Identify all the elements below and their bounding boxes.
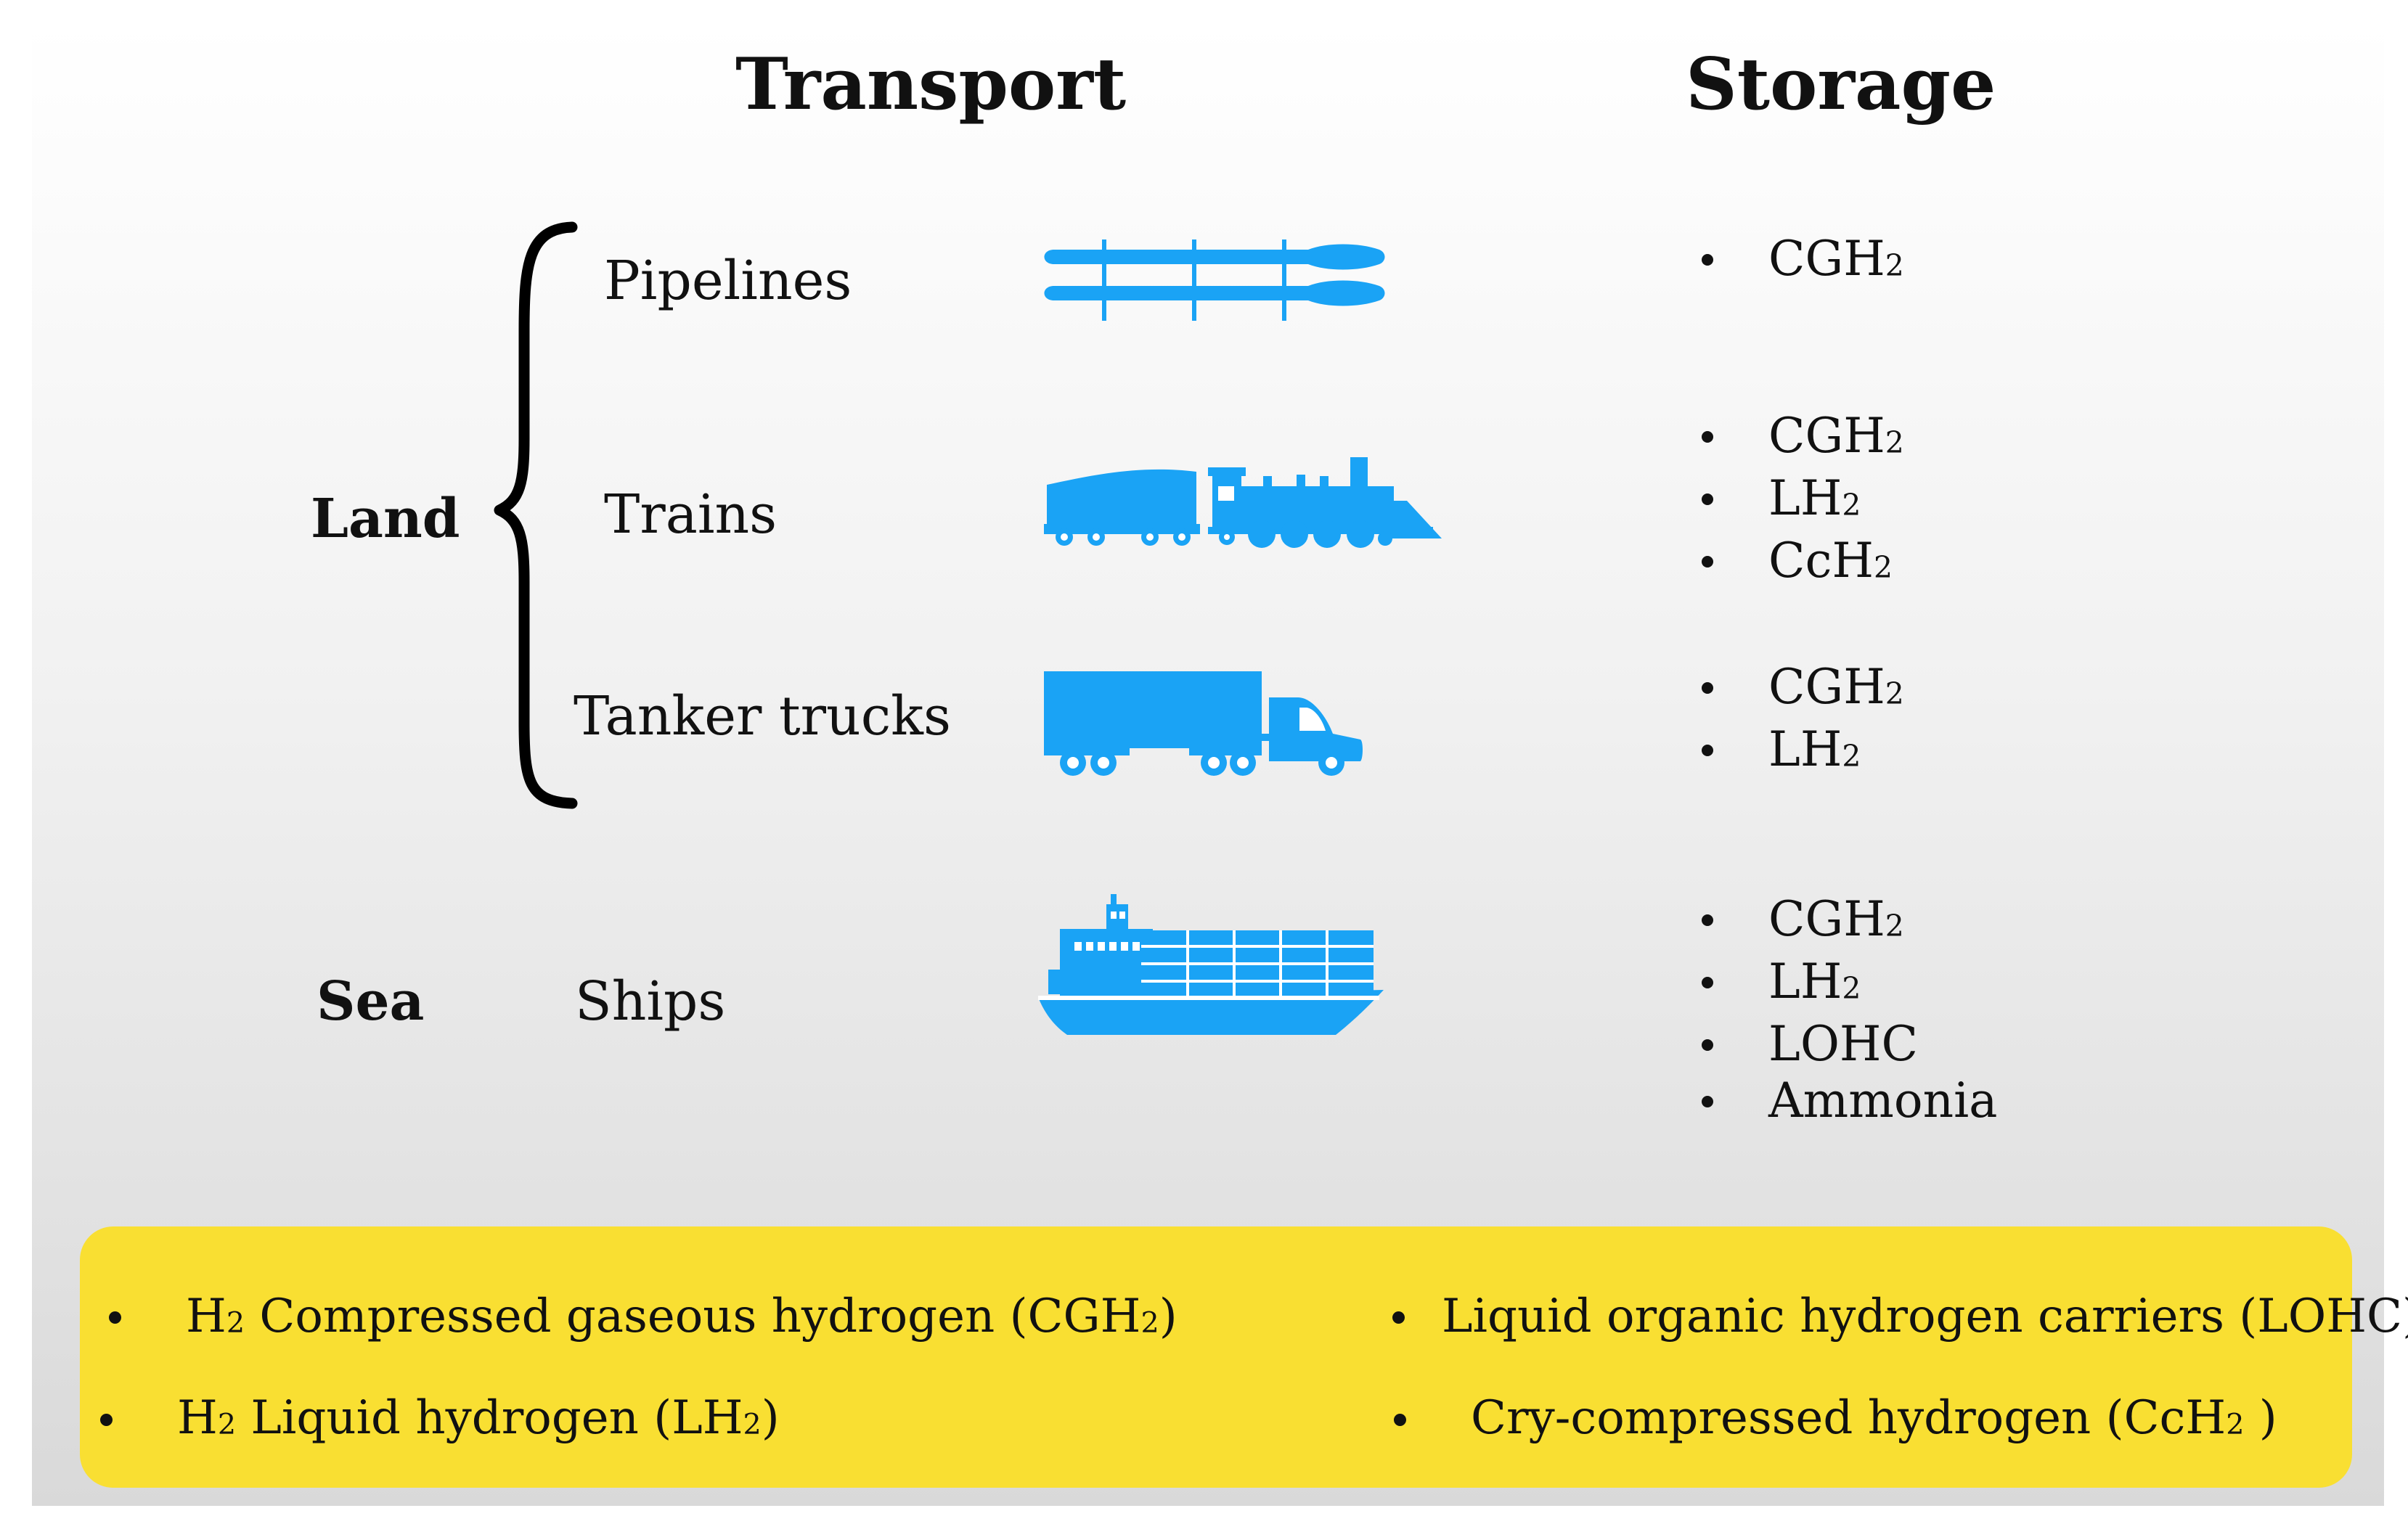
mode-trains: Trains [604, 483, 778, 546]
storage-item: LOHC [1702, 1016, 1998, 1073]
storage-pipelines: CGH2 [1702, 231, 1904, 293]
storage-item: CGH2 [1702, 659, 1904, 721]
land-brace [494, 221, 578, 809]
storage-item: Ammonia [1702, 1073, 1998, 1129]
sea-label: Sea [317, 970, 425, 1033]
mode-tanker-trucks: Tanker trucks [574, 685, 951, 747]
mode-ships: Ships [575, 970, 726, 1033]
bullet [1392, 1311, 1405, 1324]
storage-item: CGH2 [1702, 408, 1904, 470]
storage-item: CcH2 [1702, 533, 1904, 595]
legend-cgh2: H2 Compressed gaseous hydrogen (CGH2) [186, 1290, 1178, 1343]
storage-item: CGH2 [1702, 891, 1998, 954]
storage-item: LH2 [1702, 721, 1904, 784]
transport-heading: Transport [735, 43, 1127, 126]
legend-lohc: Liquid organic hydrogen carriers (LOHC) [1442, 1290, 2408, 1343]
pipeline-icon [1044, 239, 1385, 321]
land-label: Land [311, 488, 460, 550]
train-icon [1044, 457, 1442, 548]
bullet [109, 1311, 121, 1324]
storage-item: LH2 [1702, 470, 1904, 533]
legend-lh2: H2 Liquid hydrogen (LH2) [177, 1391, 780, 1445]
mode-pipelines: Pipelines [604, 250, 852, 312]
bullet [100, 1414, 113, 1426]
bullet [1394, 1414, 1406, 1426]
legend-box: H2 Compressed gaseous hydrogen (CGH2) H2… [80, 1226, 2408, 1488]
storage-item: CGH2 [1702, 231, 1904, 293]
storage-trains: CGH2 LH2 CcH2 [1702, 408, 1904, 595]
storage-heading: Storage [1686, 43, 1996, 126]
storage-ships: CGH2 LH2 LOHC Ammonia [1702, 891, 1998, 1129]
storage-item: LH2 [1702, 954, 1998, 1016]
truck-icon [1044, 671, 1363, 776]
legend-cch2: Cry-compressed hydrogen (CcH2 ) [1471, 1391, 2277, 1445]
ship-icon [1038, 894, 1384, 1035]
storage-trucks: CGH2 LH2 [1702, 659, 1904, 784]
